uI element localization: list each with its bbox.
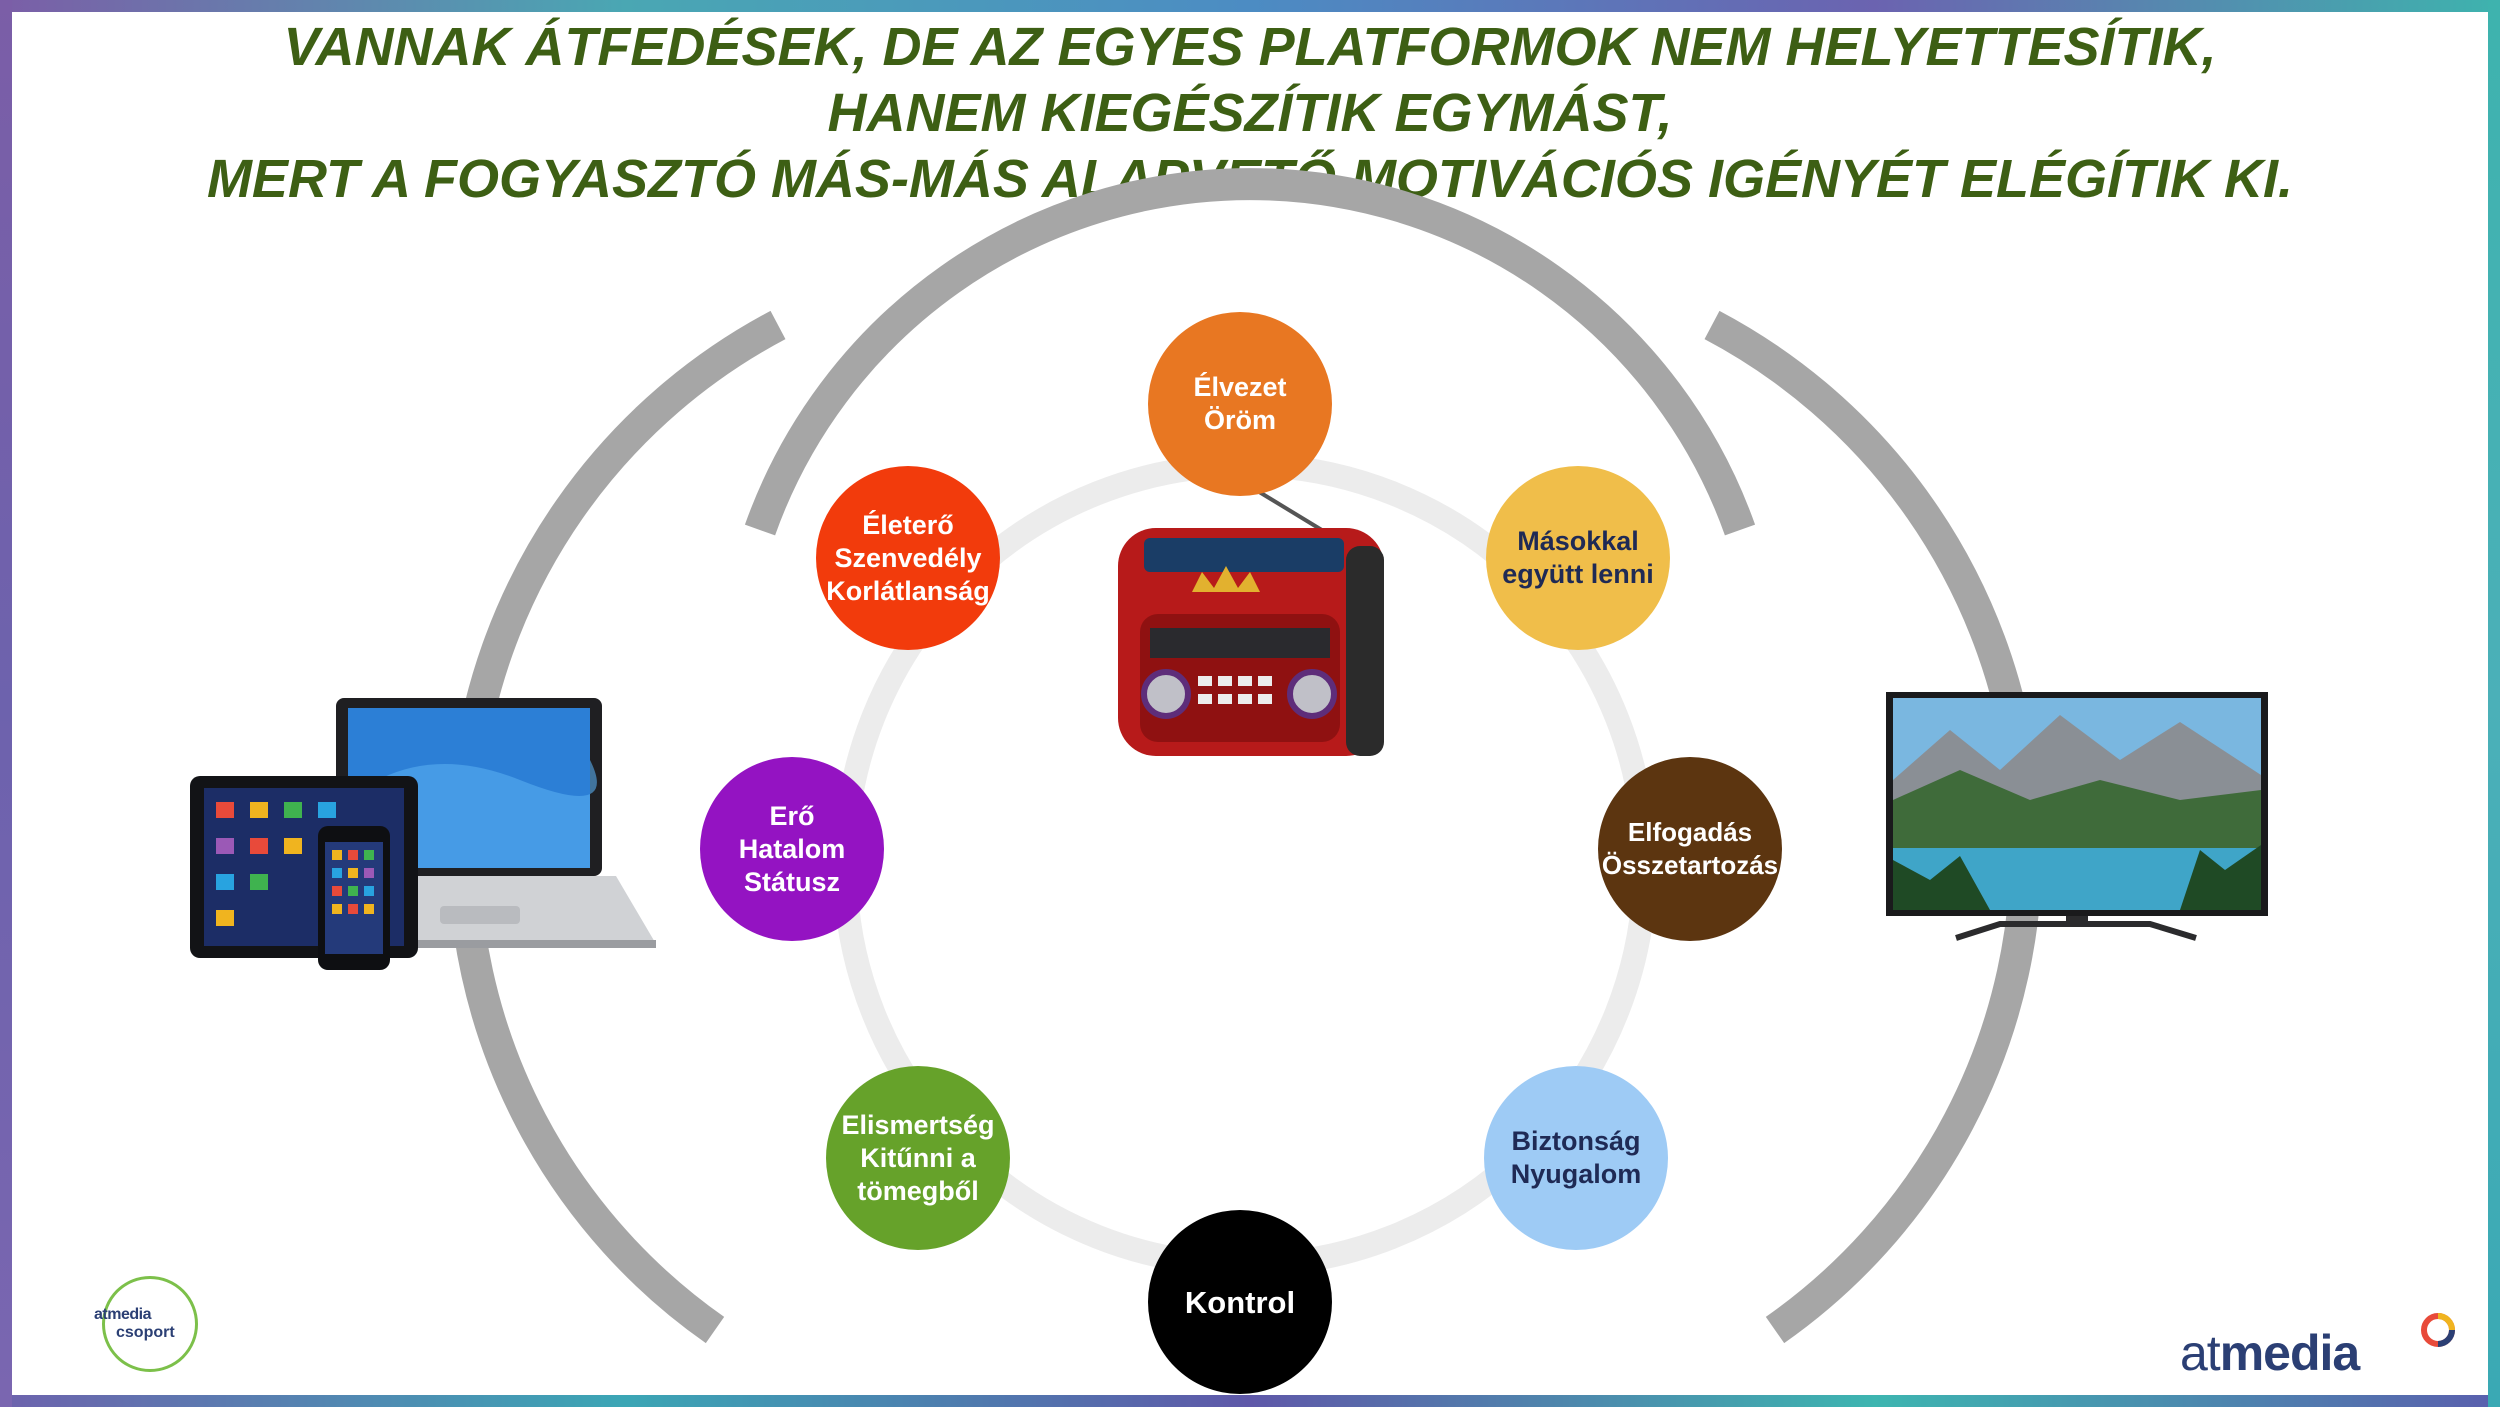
bubble-line: Korlátlanság	[826, 575, 990, 606]
bubble-line: Másokkal	[1517, 526, 1639, 556]
logo-left-line2: csoport	[116, 1324, 175, 1341]
bubble-line: Élvezet	[1193, 372, 1287, 402]
tv-image	[1886, 692, 2268, 941]
logo-right-part2: media	[2219, 1325, 2361, 1381]
laptop-tablet-phone-image	[190, 698, 656, 970]
frame-right-border	[2488, 0, 2500, 1407]
motivation-bubble-ero: Erő Hatalom Státusz	[700, 757, 884, 941]
bubble-line: Státusz	[743, 866, 841, 897]
bubble-line: Kontrol	[1184, 1284, 1296, 1320]
motivation-bubble-elvezet: Élvezet Öröm	[1148, 312, 1332, 496]
bubble-line: Összetartozás	[1601, 850, 1779, 880]
motivation-bubble-biztonsag: Biztonság Nyugalom	[1484, 1066, 1668, 1250]
bubble-line: Hatalom	[738, 833, 846, 864]
motivation-bubble-masokkal: Másokkal együtt lenni	[1486, 466, 1670, 650]
bubble-line: Elismertség	[841, 1109, 995, 1140]
bubble-line: tömegből	[857, 1175, 979, 1206]
bubble-line: Szenvedély	[834, 542, 982, 573]
atmedia-csoport-logo: atmedia csoport	[86, 1276, 210, 1372]
frame-bottom-border	[0, 1395, 2500, 1407]
bubble-line: Életerő	[862, 509, 954, 540]
title-line-1: VANNAK ÁTFEDÉSEK, DE AZ EGYES PLATFORMOK…	[283, 17, 2217, 77]
bubble-line: Nyugalom	[1510, 1159, 1642, 1189]
logo-ring	[102, 1276, 198, 1372]
bubble-line: Kitűnni a	[860, 1142, 976, 1173]
motivation-bubble-kontrol: Kontrol	[1148, 1210, 1332, 1394]
radio-image	[1118, 460, 1384, 756]
frame-top-border	[0, 0, 2500, 12]
bubble-line: Biztonság	[1511, 1126, 1641, 1156]
bubble-line: Öröm	[1203, 405, 1276, 435]
motivation-bubble-elfogadas: Elfogadás Összetartozás	[1598, 757, 1782, 941]
motivation-bubble-eletero: Életerő Szenvedély Korlátlanság	[816, 466, 1000, 650]
logo-left-line1: atmedia	[94, 1306, 151, 1323]
slide-title: VANNAK ÁTFEDÉSEK, DE AZ EGYES PLATFORMOK…	[40, 14, 2460, 212]
frame-left-border	[0, 0, 12, 1407]
motivation-bubble-elismertseg: Elismertség Kitűnni a tömegből	[826, 1066, 1010, 1250]
outer-ring-top-arc	[744, 168, 1756, 536]
logo-swirl-icon	[2421, 1313, 2455, 1347]
bubble-line: Erő	[769, 800, 815, 831]
title-line-2: HANEM KIEGÉSZÍTIK EGYMÁST,	[827, 83, 1673, 143]
logo-right-part1: at	[2180, 1325, 2221, 1381]
bubble-line: Elfogadás	[1627, 817, 1753, 847]
bubble-line: együtt lenni	[1502, 559, 1654, 589]
logo-right-wordmark: atmedia	[2180, 1324, 2361, 1382]
